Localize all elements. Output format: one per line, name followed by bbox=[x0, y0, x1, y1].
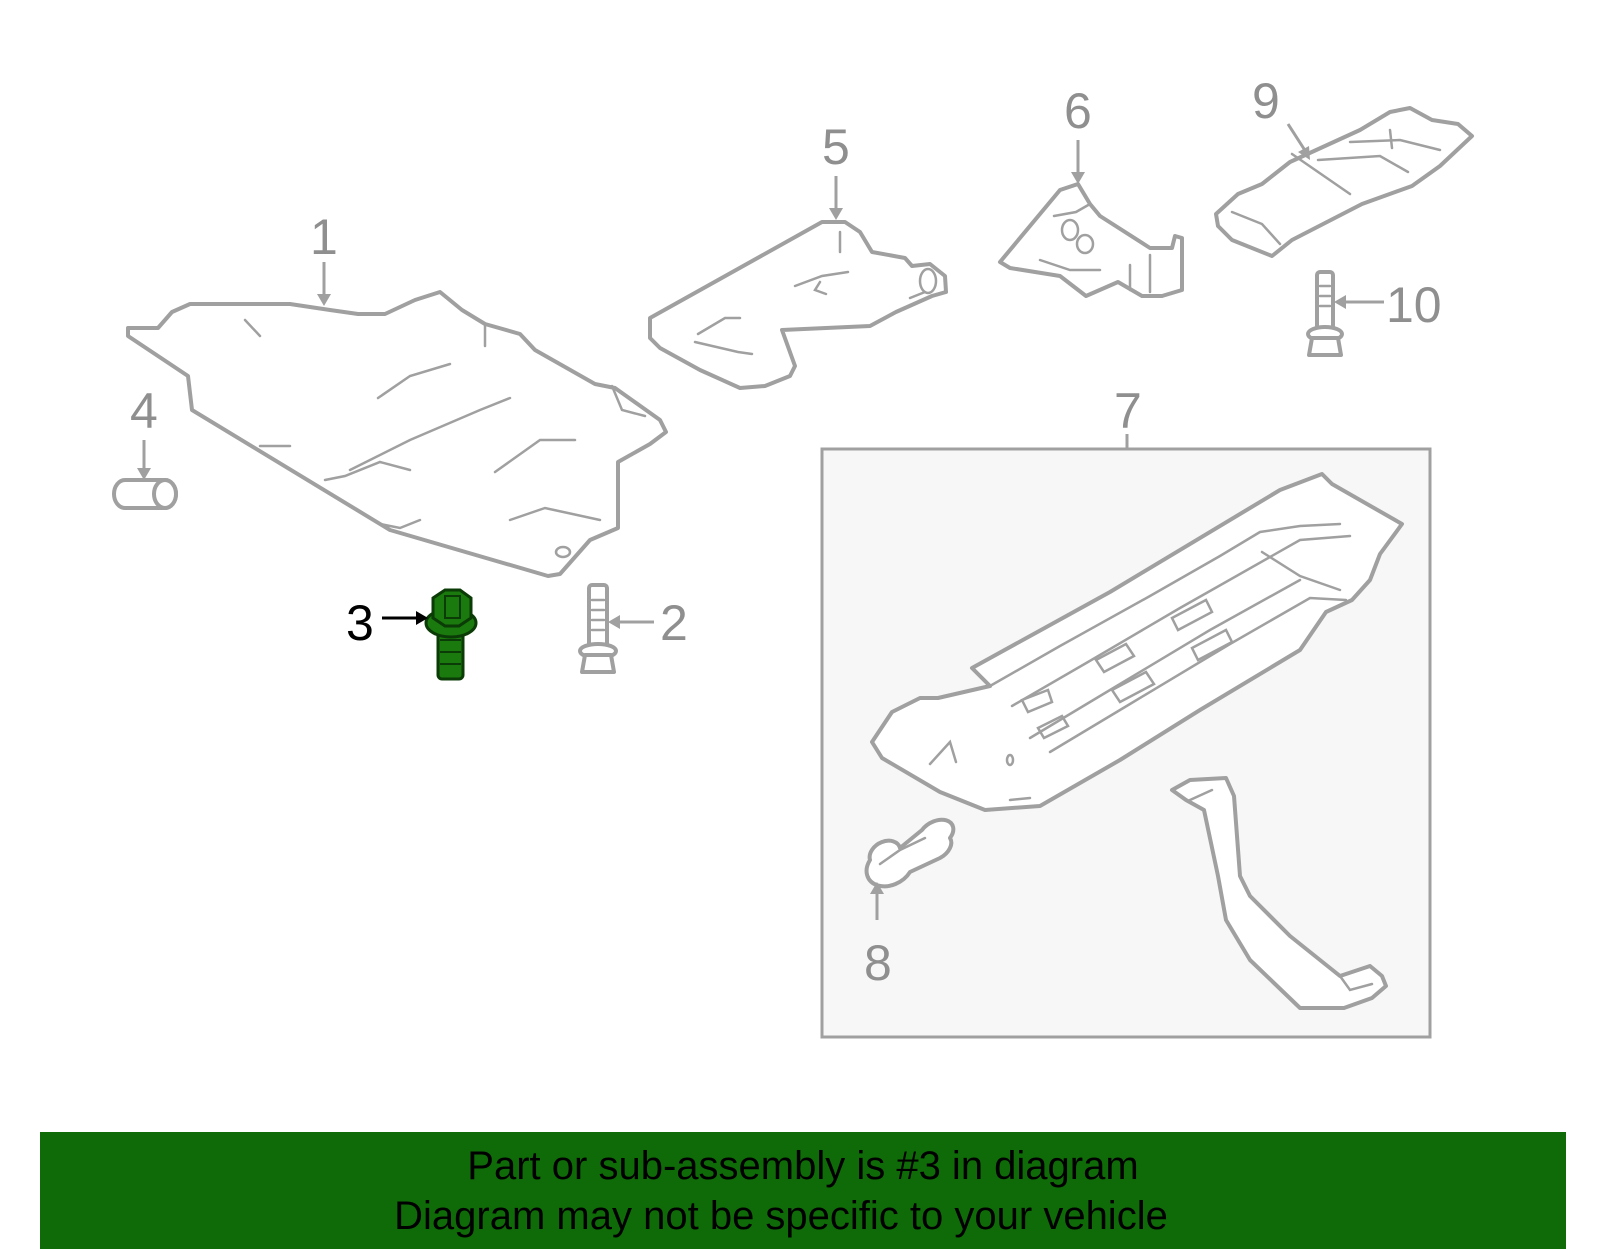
callout-7: 7 bbox=[1114, 383, 1142, 439]
banner-line-2: Diagram may not be specific to your vehi… bbox=[394, 1194, 1168, 1238]
leader-lines bbox=[137, 123, 1384, 920]
callout-6: 6 bbox=[1064, 83, 1092, 139]
parts-diagram: 1 2 3 4 5 6 7 8 9 10 bbox=[112, 73, 1474, 1039]
callout-10: 10 bbox=[1386, 277, 1442, 333]
part-9-heat-shield[interactable] bbox=[1214, 106, 1474, 258]
part-7-skid-plate-assembly[interactable] bbox=[870, 472, 1404, 812]
part-7-support-arm[interactable] bbox=[1170, 776, 1388, 1010]
info-banner: Part or sub-assembly is #3 in diagram Di… bbox=[40, 1132, 1566, 1249]
part-10-bolt[interactable] bbox=[1306, 270, 1344, 357]
callout-2: 2 bbox=[660, 595, 688, 651]
callout-8: 8 bbox=[864, 935, 892, 991]
banner-line-1: Part or sub-assembly is #3 in diagram bbox=[467, 1144, 1139, 1188]
part-1-under-cover[interactable] bbox=[126, 290, 668, 578]
part-2-bolt[interactable] bbox=[578, 583, 618, 674]
callout-3: 3 bbox=[346, 595, 374, 651]
callout-1: 1 bbox=[310, 209, 338, 265]
callout-4: 4 bbox=[130, 383, 158, 439]
callout-9: 9 bbox=[1252, 73, 1280, 129]
part-6-bracket[interactable] bbox=[998, 182, 1184, 298]
callout-5: 5 bbox=[822, 119, 850, 175]
part-8-grommet[interactable] bbox=[864, 817, 956, 889]
part-3-bolt-highlighted[interactable] bbox=[424, 588, 478, 681]
part-5-cover[interactable] bbox=[648, 220, 948, 390]
part-4-collar[interactable] bbox=[112, 478, 178, 510]
